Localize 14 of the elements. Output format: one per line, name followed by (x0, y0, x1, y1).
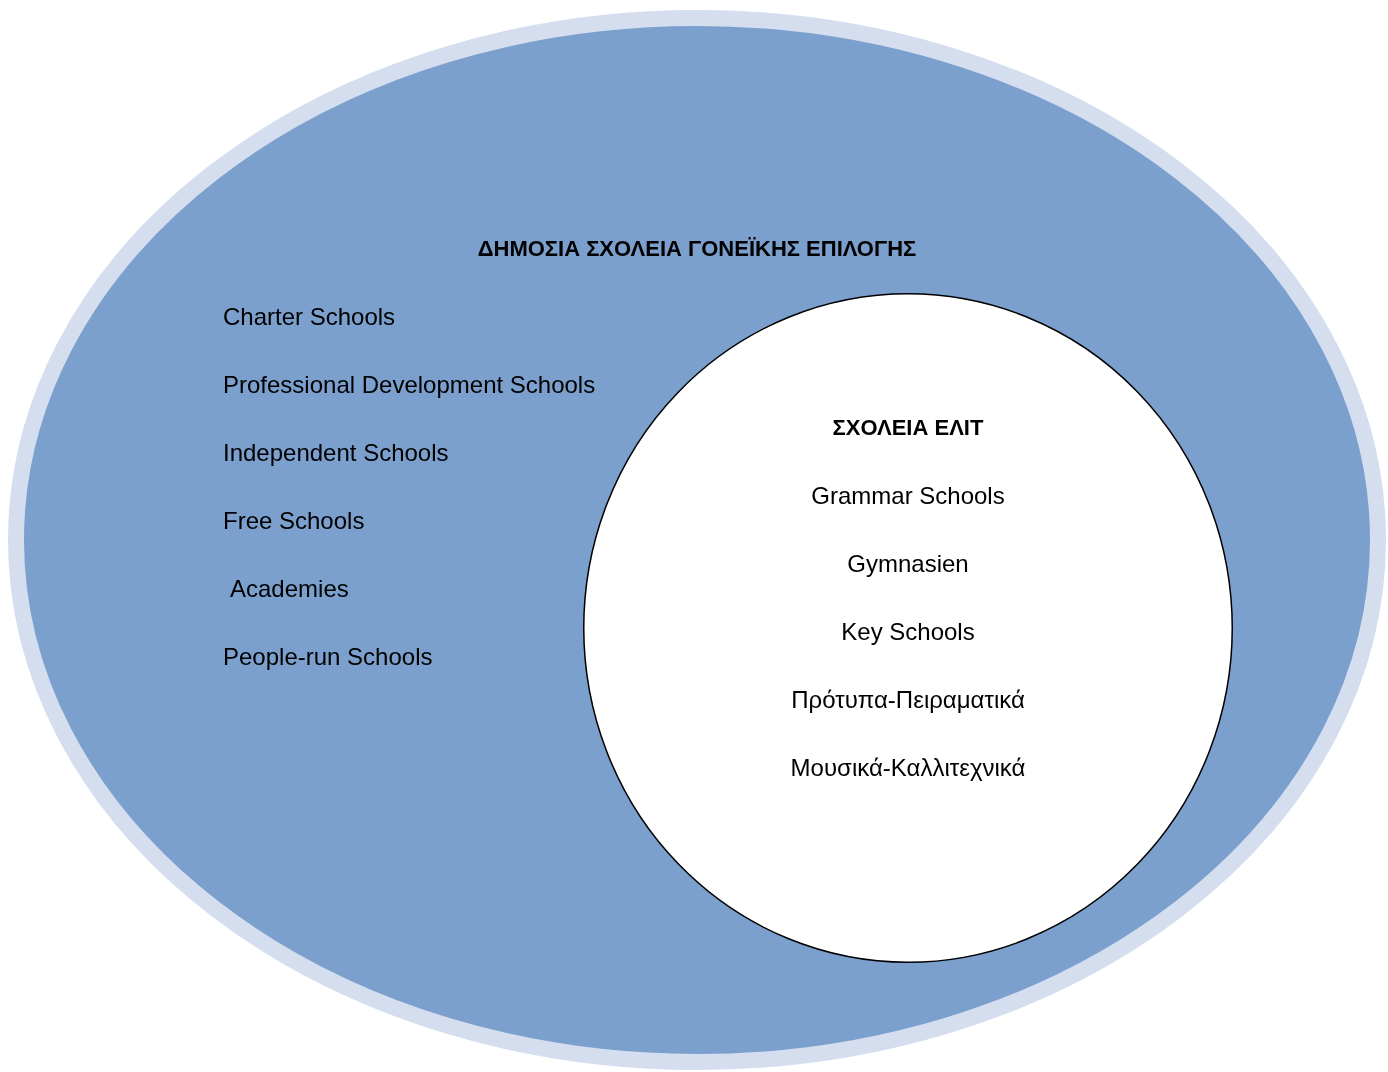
list-item: Gymnasien (847, 550, 969, 578)
list-item: Free Schools (223, 507, 365, 535)
list-item: People-run Schools (223, 643, 433, 671)
list-item: Independent Schools (223, 439, 449, 467)
set-title: ΔΗΜΟΣΙΑ ΣΧΟΛΕΙΑ ΓΟΝΕΪΚΗΣ ΕΠΙΛΟΓΗΣ (477, 235, 917, 263)
set-ellipse (8, 10, 1386, 1070)
list-item: Μουσικά-Καλλιτεχνικά (790, 754, 1026, 782)
list-item: Academies (230, 575, 349, 603)
list-item: Charter Schools (223, 303, 396, 331)
list-item: Key Schools (841, 618, 975, 646)
set-title: ΣΧΟΛΕΙΑ ΕΛΙΤ (832, 414, 984, 442)
list-item: Professional Development Schools (223, 371, 596, 399)
list-item: Grammar Schools (811, 482, 1005, 510)
list-item: Πρότυπα-Πειραματικά (791, 686, 1025, 714)
